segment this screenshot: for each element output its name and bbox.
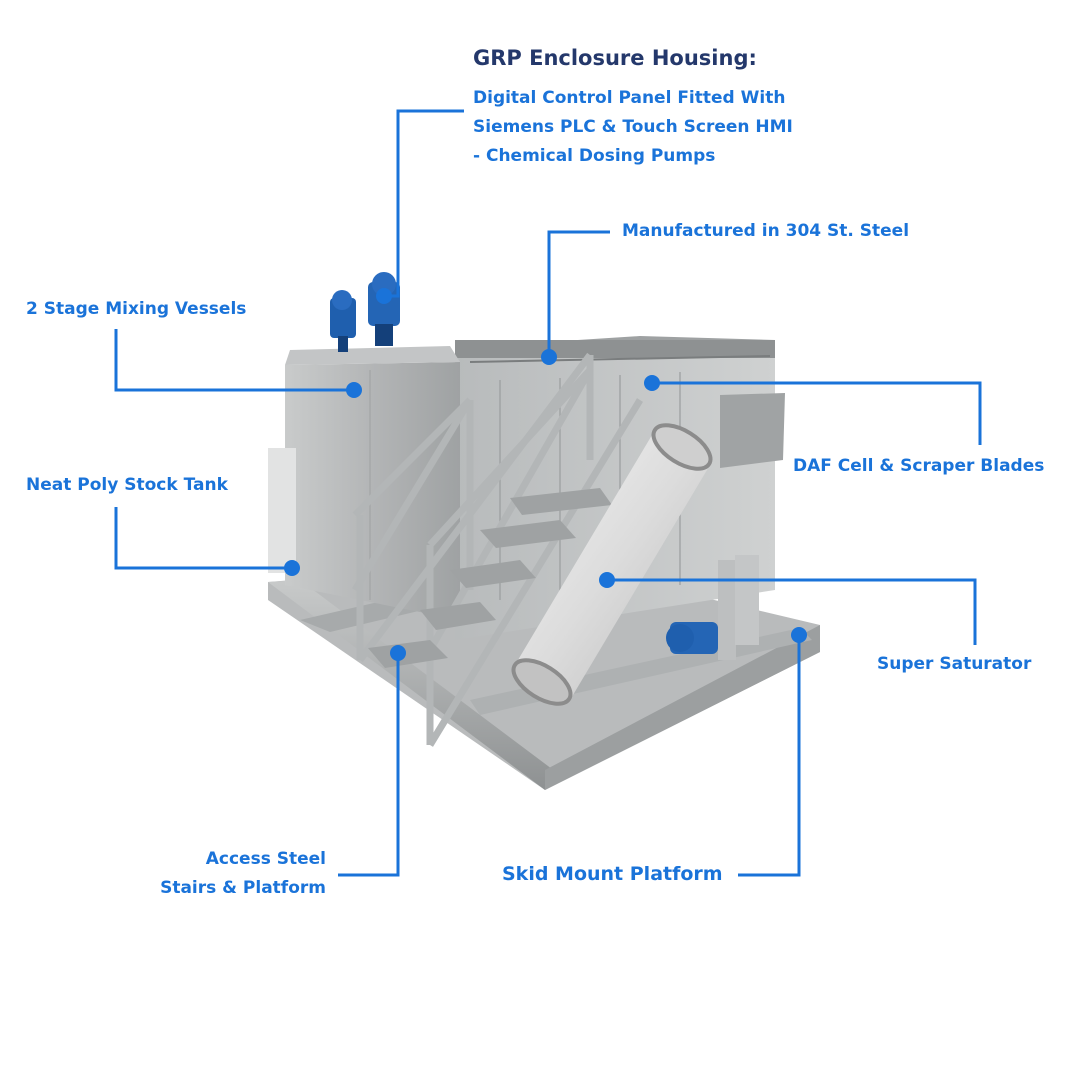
leader-steel: [547, 230, 610, 357]
equipment-illustration: [268, 272, 820, 790]
leader-poly-tank: [114, 507, 292, 570]
mixer-motors: [330, 272, 400, 352]
leader-skid: [738, 635, 801, 877]
leader-mixing: [114, 329, 354, 392]
label-skid: Skid Mount Platform: [502, 863, 723, 885]
label-mixing: 2 Stage Mixing Vessels: [26, 299, 247, 319]
label-poly-tank: Neat Poly Stock Tank: [26, 475, 228, 495]
header-line-1: Digital Control Panel Fitted With: [473, 88, 786, 108]
dot-daf: [644, 375, 660, 391]
leader-daf: [652, 381, 982, 445]
label-saturator: Super Saturator: [877, 654, 1032, 674]
header-title: GRP Enclosure Housing:: [473, 46, 757, 70]
header-line-2: Siemens PLC & Touch Screen HMI: [473, 117, 793, 137]
pump: [666, 555, 759, 660]
dot-poly-tank: [284, 560, 300, 576]
dot-enclosure: [376, 288, 392, 304]
dot-mixing: [346, 382, 362, 398]
label-steel: Manufactured in 304 St. Steel: [622, 221, 910, 241]
dot-stairs: [390, 645, 406, 661]
label-daf: DAF Cell & Scraper Blades: [793, 456, 1045, 476]
header-line-3: - Chemical Dosing Pumps: [473, 146, 716, 166]
dot-steel: [541, 349, 557, 365]
leader-dots: [284, 288, 807, 661]
leader-lines: [114, 109, 982, 877]
super-saturator: [511, 423, 713, 706]
stair-treads: [368, 488, 612, 668]
leader-enclosure: [384, 109, 464, 298]
mixing-tank: [268, 346, 460, 620]
label-stairs-line-2: Stairs & Platform: [160, 878, 326, 898]
access-stairs: [352, 352, 643, 747]
label-stairs-line-1: Access Steel: [205, 849, 326, 869]
dot-saturator: [599, 572, 615, 588]
leader-stairs: [338, 653, 400, 877]
daf-cell: [455, 336, 785, 640]
dot-skid: [791, 627, 807, 643]
leader-saturator: [607, 578, 977, 645]
